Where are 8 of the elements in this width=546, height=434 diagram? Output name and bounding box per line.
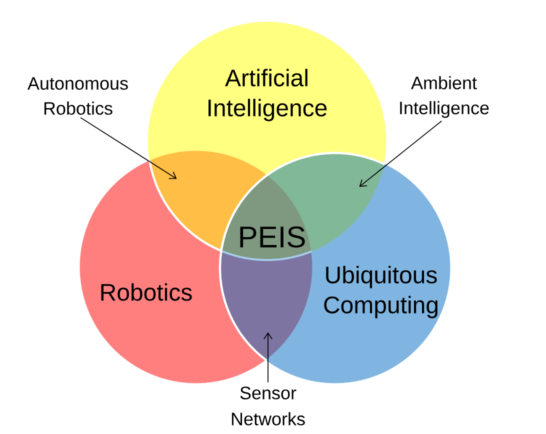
leader-arrow <box>264 332 272 383</box>
overlap-region: PEIS <box>221 175 312 260</box>
leader-arrow <box>80 117 177 180</box>
callout-label: Ambient Intelligence <box>400 76 489 118</box>
leader-arrow <box>359 120 442 187</box>
callout-label: Autonomous Robotics <box>28 77 128 115</box>
overlap-region <box>220 250 312 360</box>
callout-label: Sensor Networks <box>232 386 305 426</box>
